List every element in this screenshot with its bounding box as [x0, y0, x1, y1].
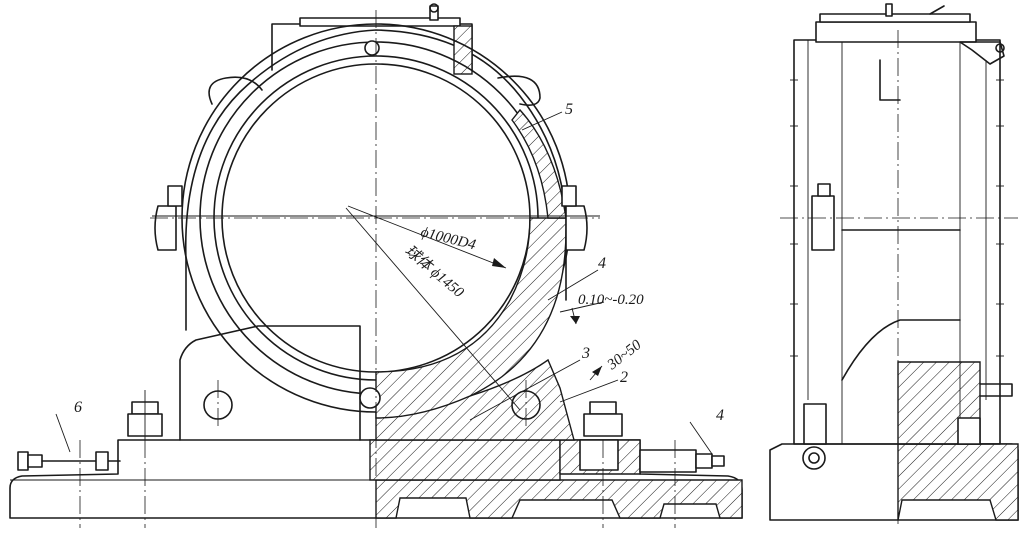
side-bolt-left [154, 205, 177, 251]
side-top-cap [815, 21, 977, 43]
hex-bolt-right [579, 439, 619, 471]
adjust-screw-left [17, 451, 121, 471]
dim-outer-diameter: 球体 ϕ1450 [401, 242, 467, 301]
top-stud [429, 5, 439, 21]
label-part-3: 3 [581, 345, 590, 362]
lifting-lug-right [497, 75, 541, 106]
label-part-4a: 4 [598, 255, 606, 272]
label-part-2: 2 [620, 369, 628, 386]
side-view [769, 3, 1019, 528]
side-bolt-right [565, 205, 588, 251]
label-part-4b: 4 [716, 407, 724, 424]
hold-down-bolt-left [127, 390, 163, 440]
hold-down-bolt-right [583, 401, 623, 437]
label-part-6: 6 [74, 399, 82, 416]
housing-section-hatch [375, 217, 567, 419]
locating-pin [359, 387, 381, 409]
front-view: 5 4 3 2 6 4 ϕ1000D4 球体 ϕ1450 0.10~-0.20 … [9, 3, 743, 528]
base-section-hatch [375, 479, 743, 519]
housing-outer [184, 29, 567, 331]
side-oil-plug [802, 446, 826, 470]
label-part-5: 5 [565, 101, 573, 118]
side-top-stud [885, 3, 893, 17]
dim-bore-diameter: ϕ1000D4 [419, 224, 478, 253]
pedestal-left [179, 325, 361, 441]
dim-clearance: 0.10~-0.20 [578, 292, 644, 308]
lifting-lug-left [208, 76, 263, 105]
adjust-screw-right [639, 449, 725, 473]
side-lateral-bolt [811, 195, 835, 251]
